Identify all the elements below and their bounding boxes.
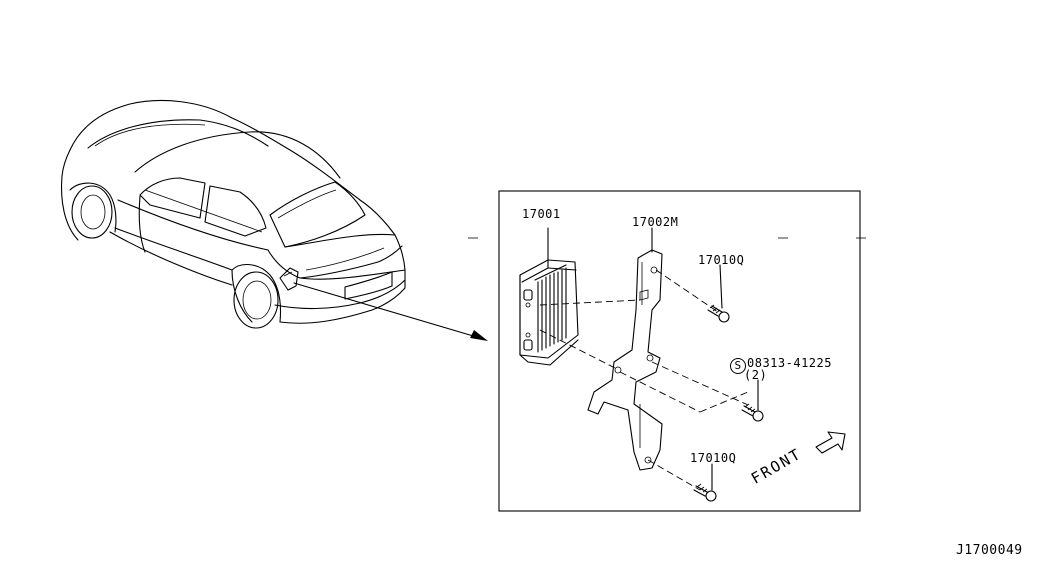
label-bolt-lower: 17010Q xyxy=(690,451,737,465)
callout-arrow xyxy=(293,282,488,341)
label-bolt-std-qty: (2) xyxy=(744,368,768,382)
label-control-unit: 17001 xyxy=(522,207,561,221)
diagram-reference-code: J1700049 xyxy=(956,543,1023,558)
label-bracket: 17002M xyxy=(632,215,679,229)
bracket-drawing xyxy=(587,227,663,471)
label-bolt-upper: 17010Q xyxy=(698,253,745,267)
front-direction-arrow xyxy=(815,431,846,454)
label-bolt-std-number: 08313-41225 xyxy=(747,356,832,370)
control-unit-drawing xyxy=(519,227,579,366)
bolt-upper-drawing xyxy=(707,264,730,323)
standard-part-symbol: S xyxy=(730,358,746,374)
detail-frame xyxy=(498,190,861,512)
bolt-lower-drawing xyxy=(693,463,717,502)
alignment-lines xyxy=(539,269,749,491)
bolt-std-drawing xyxy=(741,379,764,422)
car-illustration xyxy=(61,100,406,329)
